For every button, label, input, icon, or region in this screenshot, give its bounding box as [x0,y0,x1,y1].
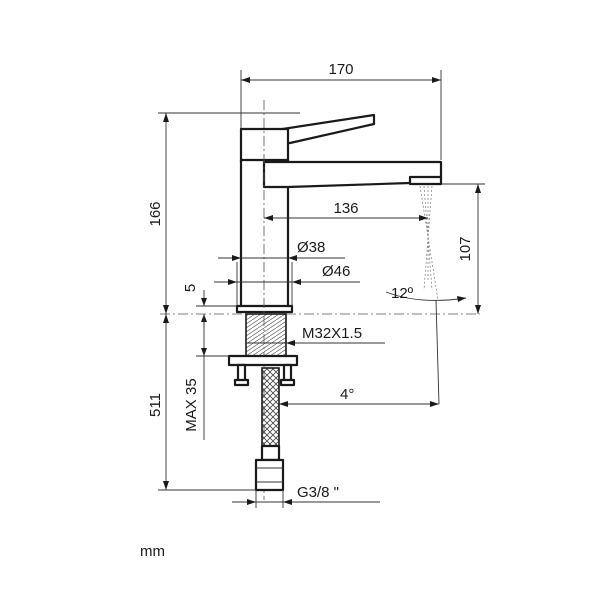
dim-base-diameter: Ø46 [214,262,360,306]
thread-label: M32X1.5 [302,325,362,342]
mounting-assembly [227,313,299,387]
dim-hose-length: 511 [147,314,256,491]
hose-ferrule [260,444,281,462]
hose-nut [254,458,285,492]
dim-hose-connection: G3/8 " [232,484,380,508]
dim-body-diameter: Ø38 [218,239,345,261]
threaded-shank [245,313,287,357]
braided-hose [261,367,280,451]
dim-max-deck: MAX 35 [183,314,229,440]
unit-label: mm [140,543,165,560]
hose-angle-label: 4° [340,386,354,403]
faucet-body [235,113,443,314]
spray-cone [419,185,439,301]
dim-hose-angle: 4° [279,299,440,407]
dim-spout-reach: 136 [264,200,428,221]
head-block [239,127,290,164]
dim-base-thickness: 5 [182,284,237,328]
dim-spray-angle: 12º [385,285,467,302]
stud-left-tip [233,378,250,387]
spout-reach-label: 136 [333,200,358,217]
dim-spout-height: 107 [442,183,485,314]
aerator [408,175,443,186]
base-diameter-label: Ø46 [322,263,350,280]
hose [254,367,285,492]
dim-overall-width: 170 [240,61,442,160]
hose-length-label: 511 [147,393,164,417]
spray-angle-label: 12º [391,285,414,302]
spout-height-label: 107 [457,236,474,261]
overall-height-label: 166 [147,201,164,226]
stud-right-tip [279,378,296,387]
overall-width-label: 170 [328,61,353,78]
base-plate [235,304,294,314]
body-diameter-label: Ø38 [297,239,325,256]
base-thickness-label: 5 [182,284,199,292]
mounting-plate [227,354,299,367]
dim-thread: M32X1.5 [246,325,385,346]
max-deck-label: MAX 35 [183,378,200,431]
dim-overall-height: 166 [147,112,300,314]
hose-connection-label: G3/8 " [297,484,339,501]
